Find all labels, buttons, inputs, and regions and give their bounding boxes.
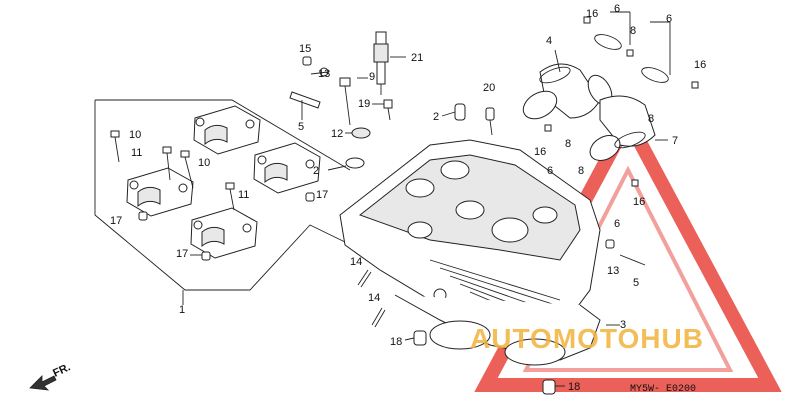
head-gasket [394, 294, 601, 366]
callout-19: 19 [358, 98, 370, 110]
holder-bolts [110, 130, 315, 261]
callout-17: 17 [110, 215, 122, 227]
callout-5: 5 [633, 277, 639, 289]
bracket-outline [94, 99, 351, 305]
studs [357, 269, 556, 395]
direction-label: FR. [51, 361, 72, 379]
callout-5: 5 [298, 121, 304, 133]
callout-6: 6 [666, 13, 672, 25]
callout-13: 13 [318, 68, 330, 80]
callout-4: 4 [546, 35, 552, 47]
callout-16: 16 [534, 146, 546, 158]
callout-6: 6 [547, 165, 553, 177]
callout-18: 18 [390, 336, 402, 348]
callout-11: 11 [131, 147, 142, 159]
leader-lines [190, 11, 671, 387]
callout-8: 8 [578, 165, 584, 177]
callout-2: 2 [313, 165, 319, 177]
callout-13: 13 [607, 265, 619, 277]
callout-14: 14 [368, 292, 380, 304]
front-arrow-icon [29, 375, 57, 391]
callout-2: 2 [433, 111, 439, 123]
callout-10: 10 [198, 157, 210, 169]
cylinder-head [339, 139, 601, 341]
callout-18: 18 [568, 381, 580, 393]
callout-6: 6 [614, 218, 620, 230]
upper-parts [289, 31, 495, 169]
callout-12: 12 [331, 128, 343, 140]
callout-15: 15 [299, 43, 311, 55]
callout-8: 8 [630, 25, 636, 37]
callout-3: 3 [620, 319, 626, 331]
callout-20: 20 [483, 82, 495, 94]
callouts: 1223455666678888910101111121313141415161… [110, 3, 706, 393]
watermark-text: AUTOMOTOHUB [470, 323, 704, 354]
callout-14: 14 [350, 256, 362, 268]
intake-joints [522, 16, 699, 266]
callout-7: 7 [672, 135, 678, 147]
drawing-code: MY5W- E0200 [630, 384, 696, 395]
callout-21: 21 [411, 52, 423, 64]
callout-8: 8 [648, 113, 654, 125]
callout-16: 16 [586, 8, 598, 20]
callout-17: 17 [176, 248, 188, 260]
callout-17: 17 [316, 189, 328, 201]
callout-1: 1 [179, 304, 185, 316]
rocker-holders [126, 105, 321, 259]
callout-11: 11 [238, 189, 249, 201]
callout-10: 10 [129, 129, 141, 141]
callout-16: 16 [694, 59, 706, 71]
callout-16: 16 [633, 196, 645, 208]
callout-6: 6 [614, 3, 620, 15]
callout-8: 8 [565, 138, 571, 150]
callout-9: 9 [369, 71, 375, 83]
